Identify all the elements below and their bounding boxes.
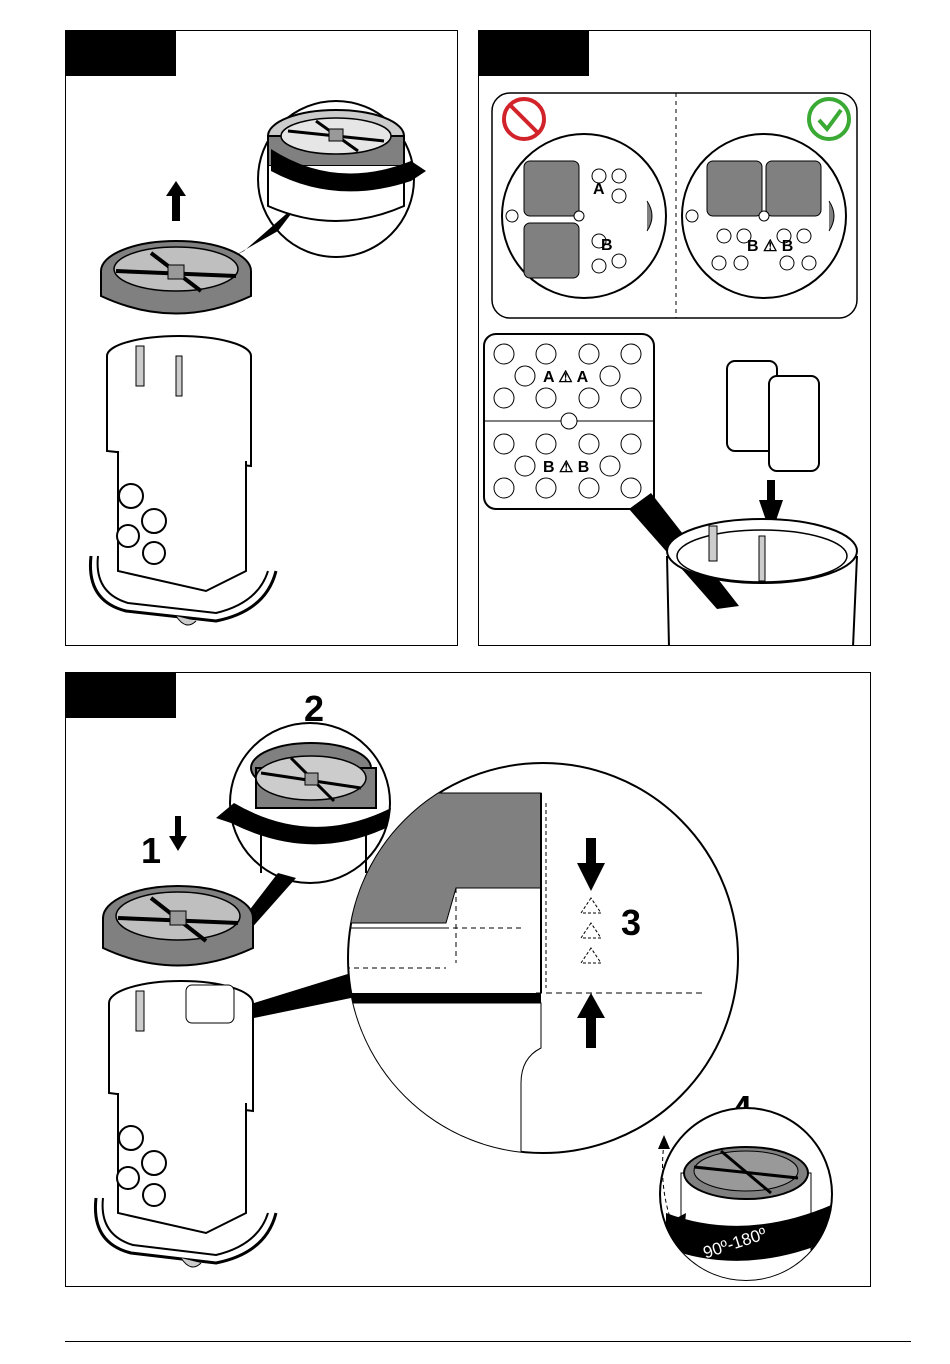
small-ba-label: B ⚠ B (747, 238, 793, 255)
press-down-arrow-icon (169, 816, 187, 851)
wrong-battery-layout: A B (502, 134, 666, 298)
logger-body (90, 336, 276, 625)
panel-remove-cap (65, 30, 458, 646)
group-b-label: B ⚠ B (543, 459, 589, 476)
battery-compartment-plate: A ⚠ A B ⚠ B (484, 334, 654, 509)
cap (103, 886, 253, 966)
callout-pointer (254, 973, 351, 1018)
cap (101, 241, 251, 314)
install-cap-illustration: 2 1 (66, 673, 871, 1287)
install-batteries-illustration: A B B ⚠ B (479, 31, 871, 646)
small-b-label: B (601, 237, 613, 254)
battery-pack (727, 361, 819, 471)
step-3-label: 3 (621, 902, 641, 943)
footer-rule (65, 1341, 911, 1342)
remove-cap-illustration (66, 31, 458, 646)
panel-install-batteries: A B B ⚠ B (478, 30, 871, 646)
cap-twist-zoom-circle: 90º-180º (658, 1108, 836, 1283)
logger-body (95, 981, 276, 1267)
panel-install-cap: 2 1 (65, 672, 871, 1287)
cap-zoom-circle (234, 101, 426, 257)
small-a-label: A (593, 181, 605, 198)
lift-arrow-icon (166, 181, 186, 221)
correct-battery-layout: B ⚠ B (682, 134, 846, 298)
cap-rotate-zoom-circle (216, 723, 391, 883)
group-a-label: A ⚠ A (543, 369, 589, 386)
seal-detail-circle (336, 763, 738, 1153)
step-1-label: 1 (141, 830, 161, 871)
